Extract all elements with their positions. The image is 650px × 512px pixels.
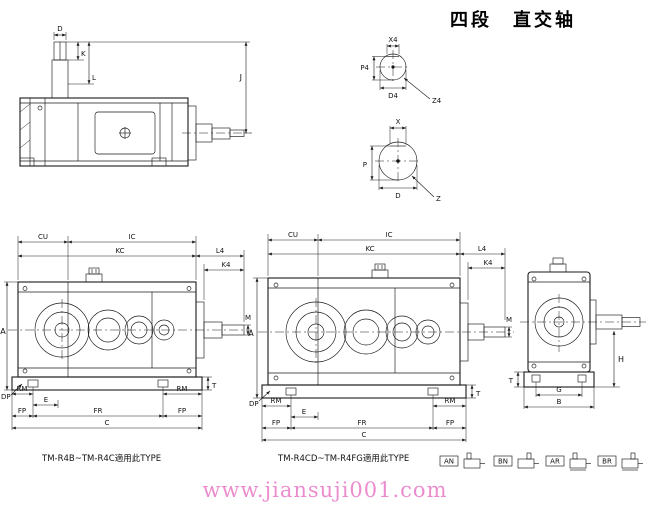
dim-label-e-1: E	[44, 396, 48, 404]
mount-type-icons: AN BN AR	[439, 452, 643, 471]
type-note-1: TM-R4B~TM-R4C適用此TYPE	[41, 453, 161, 464]
dim-label-t-end: T	[508, 377, 514, 385]
dim-label-x: X	[396, 118, 401, 126]
front-view-1: CU IC KC L4 K4	[0, 233, 252, 464]
mount-glyph-bn	[517, 452, 539, 469]
mount-label-bn: BN	[498, 458, 508, 466]
mount-type-bn: BN	[493, 452, 539, 469]
mount-label-br: BR	[602, 458, 612, 466]
dim-label-h: H	[618, 355, 624, 364]
dim-label-fr-2: FR	[358, 419, 367, 427]
dim-label-dp-1: DP	[1, 393, 11, 401]
dim-label-l4-1: L4	[216, 247, 225, 255]
dim-label-t-2: T	[475, 390, 481, 398]
dim-label-k: K	[81, 50, 86, 58]
dim-label-c-1: C	[105, 419, 110, 427]
mount-label-ar: AR	[550, 458, 560, 466]
dim-label-cu-2: CU	[288, 231, 298, 239]
mount-glyph-ar	[569, 452, 591, 471]
shaft-end-view: X P D Z	[363, 118, 441, 203]
dim-label-fp-left-1: FP	[18, 407, 26, 415]
page-title: 四段 直交轴	[450, 9, 576, 31]
dim-label-l4-2: L4	[478, 245, 487, 253]
mount-label-an: AN	[444, 458, 454, 466]
dim-label-z: Z	[436, 195, 441, 203]
dim-label-fp-right-2: FP	[446, 419, 454, 427]
end-view: H T G B	[508, 257, 646, 409]
dim-label-d4: D4	[388, 92, 398, 100]
mount-type-ar: AR	[545, 452, 591, 471]
dim-label-t-1: T	[211, 382, 217, 390]
dim-label-fp-right-1: FP	[178, 407, 186, 415]
dim-label-a-1: A	[0, 327, 6, 336]
dim-label-rm-left-2: RM	[271, 397, 282, 405]
mount-type-an: AN	[439, 452, 485, 469]
dim-label-m-2: M	[506, 316, 512, 324]
mount-glyph-br	[621, 452, 643, 471]
dim-label-b: B	[557, 398, 562, 406]
side-view-drawing: D K L J	[19, 25, 252, 167]
dim-label-rm-left-1: RM	[17, 385, 28, 393]
dim-label-fp-left-2: FP	[272, 419, 280, 427]
dim-label-rm-right-1: RM	[177, 385, 188, 393]
watermark-text: www.jiansuji001.com	[203, 478, 448, 502]
type-note-2: TM-R4CD~TM-R4FG適用此TYPE	[277, 453, 409, 464]
dim-label-d-side: D	[57, 25, 62, 33]
dim-label-l: L	[92, 74, 96, 82]
dim-label-g: G	[556, 386, 561, 394]
shaft-end-view-4: X4 P4 D4 Z4	[360, 36, 441, 105]
dim-label-e-2: E	[302, 408, 306, 416]
dim-label-j: J	[239, 73, 242, 82]
dim-label-kc-2: KC	[365, 245, 374, 253]
mount-glyph-an	[463, 452, 485, 469]
dim-label-p: P	[363, 161, 367, 169]
dim-label-rm-right-2: RM	[445, 397, 456, 405]
front-view-2: CU IC KC L4 K4	[248, 231, 514, 464]
dim-label-a-2: A	[248, 329, 254, 338]
dim-label-cu-1: CU	[38, 233, 48, 241]
dim-label-x4: X4	[388, 36, 398, 44]
dim-label-d: D	[395, 192, 400, 200]
dim-label-fr-1: FR	[94, 407, 103, 415]
dim-label-m-1: M	[245, 314, 251, 322]
dim-label-dp-2: DP	[249, 400, 259, 408]
mount-type-br: BR	[597, 452, 643, 471]
dim-label-p4: P4	[360, 64, 369, 72]
dim-label-kc-1: KC	[115, 247, 124, 255]
dim-label-ic-1: IC	[129, 233, 136, 241]
dim-label-c-2: C	[362, 431, 367, 439]
dim-label-z4: Z4	[432, 97, 442, 105]
dim-label-k4-1: K4	[221, 261, 231, 269]
dim-label-k4-2: K4	[483, 259, 493, 267]
dim-label-ic-2: IC	[386, 231, 393, 239]
